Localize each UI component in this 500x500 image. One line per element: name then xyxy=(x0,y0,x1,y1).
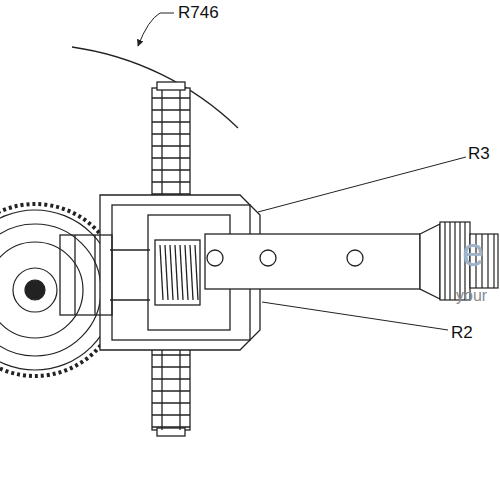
wrist-housing-part-part xyxy=(170,245,173,300)
upper-column-part-part xyxy=(152,181,190,182)
leader-lines-part xyxy=(262,302,448,330)
radius-dimension: R3 xyxy=(468,145,490,162)
upper-column-part xyxy=(152,98,190,194)
end-flange-part-part xyxy=(454,222,455,300)
wrist-housing-part xyxy=(110,299,150,300)
radius-dimension: R2 xyxy=(451,324,473,341)
gear-housing-part xyxy=(0,242,83,338)
upper-column-part-part xyxy=(152,145,190,146)
lower-column-part-part xyxy=(152,366,190,367)
lower-column-part-part xyxy=(152,402,190,403)
upper-column-part-part xyxy=(152,169,190,170)
upper-column-part xyxy=(157,82,185,90)
forearm-tube xyxy=(205,224,440,299)
upper-column-part-part xyxy=(152,109,190,110)
lower-column-part-part xyxy=(152,414,190,415)
lower-column-part xyxy=(179,345,180,430)
lower-column-part-part xyxy=(152,390,190,391)
wrist-housing-part-part xyxy=(185,245,188,300)
lower-column-part-part xyxy=(152,354,190,355)
end-flange-part-part xyxy=(449,222,450,300)
gear-housing-part xyxy=(0,210,115,370)
forearm-tube-part xyxy=(207,250,223,266)
upper-column-part-part xyxy=(152,121,190,122)
watermark: your xyxy=(456,288,487,304)
forearm-tube-part xyxy=(205,234,420,289)
wrist-housing-part xyxy=(160,245,198,300)
lower-column-part-part xyxy=(152,378,190,379)
leader-lines xyxy=(138,13,466,330)
watermark: e xyxy=(462,232,484,272)
upper-column-part-part xyxy=(152,97,190,98)
wrist-housing-part-part xyxy=(195,245,198,300)
forearm-tube-part xyxy=(260,250,276,266)
forearm-tube-part xyxy=(420,224,440,299)
upper-column-part-part xyxy=(152,157,190,158)
gear-housing-part xyxy=(25,280,45,300)
wrist-housing-part-part xyxy=(160,245,163,300)
radius-dimension: R746 xyxy=(178,4,219,21)
leader-lines-part xyxy=(138,13,174,46)
lower-column xyxy=(152,345,190,436)
wrist-housing-part xyxy=(74,235,75,315)
wrist-housing-part-part xyxy=(180,245,183,300)
lower-column-part xyxy=(152,345,190,430)
end-flange-part-part xyxy=(493,234,494,288)
wrist-housing-part-part xyxy=(165,245,168,300)
end-flange-part-part xyxy=(487,234,488,288)
leader-lines-part xyxy=(258,157,466,212)
lower-column-part xyxy=(152,355,190,427)
wrist-housing-part-part xyxy=(175,245,178,300)
wrist-housing-part xyxy=(94,235,95,315)
wrist-housing-part xyxy=(110,249,150,250)
wrist-housing-part xyxy=(155,240,200,305)
wrist-housing-part xyxy=(60,235,112,315)
upper-column-part-part xyxy=(152,133,190,134)
gear-housing-part xyxy=(13,268,57,312)
wrist-housing-part-part xyxy=(190,245,193,300)
end-flange-part-part xyxy=(444,222,445,300)
forearm-tube-part xyxy=(347,250,363,266)
upper-column xyxy=(152,82,190,198)
lower-column-part xyxy=(157,428,185,436)
lower-column-part xyxy=(161,345,162,430)
upper-column-part xyxy=(152,88,190,198)
gear-housing-part xyxy=(0,224,101,356)
lower-column-part-part xyxy=(152,426,190,427)
